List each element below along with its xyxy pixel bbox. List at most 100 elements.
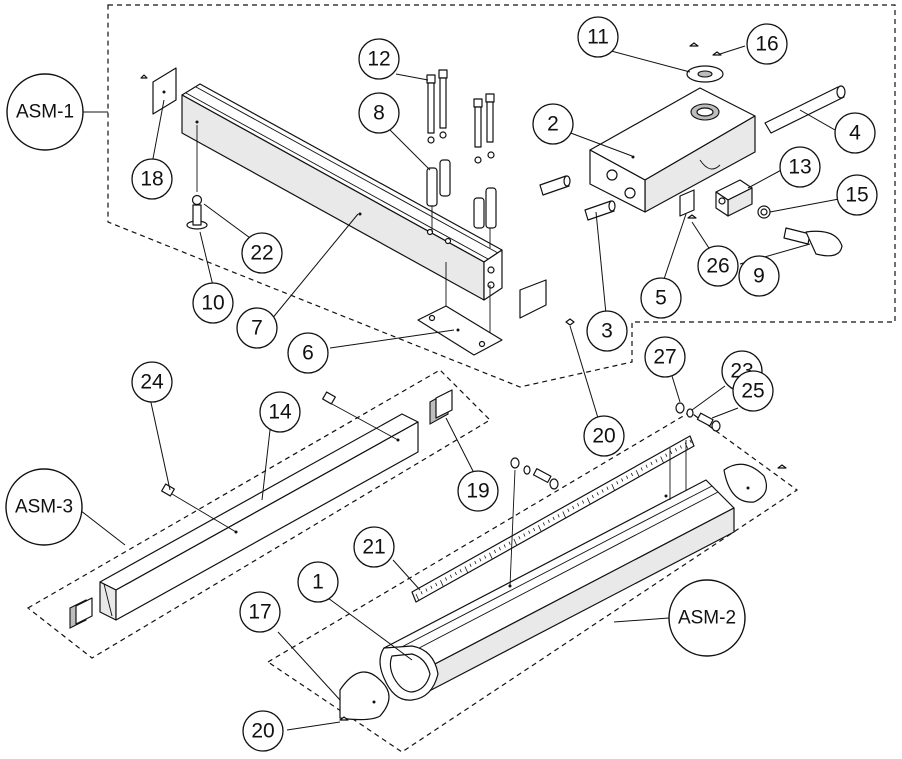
- callout-7-text: 7: [251, 317, 263, 340]
- leader-lines: [75, 45, 840, 731]
- scale-tick: [665, 453, 668, 457]
- scale-tick: [670, 450, 673, 455]
- part-13-lock-block: [715, 179, 753, 217]
- scale-tick: [430, 585, 433, 589]
- scale-tick: [484, 555, 487, 559]
- part-6-base-plate: [417, 262, 503, 356]
- callout-25: 25: [732, 370, 774, 412]
- asm1-boundary: [107, 4, 896, 388]
- callout-7: 7: [236, 307, 278, 349]
- callout-3: 3: [586, 310, 628, 352]
- callout-27-text: 27: [653, 346, 676, 369]
- scale-tick: [469, 563, 472, 567]
- asm2-boundary: [266, 411, 799, 753]
- scale-tick: [635, 470, 640, 477]
- scale-tick: [542, 522, 545, 526]
- part-15-nut: [757, 205, 771, 219]
- callout-20-bottom-text: 20: [251, 720, 274, 743]
- callout-22: 22: [241, 232, 283, 274]
- callout-22-text: 22: [250, 242, 273, 265]
- part-5-bracket: [679, 189, 697, 219]
- callout-20-top: 20: [583, 415, 625, 457]
- scale-tick: [415, 593, 420, 601]
- asm2-label: ASM-2: [668, 579, 746, 657]
- callout-19: 19: [457, 470, 499, 512]
- scale-tick: [523, 533, 526, 537]
- scale-tick: [611, 483, 615, 491]
- callout-13-text: 13: [788, 156, 811, 179]
- part-25-screw-set: [509, 402, 721, 587]
- scale-tick: [655, 459, 658, 463]
- callout-18: 18: [131, 158, 173, 200]
- scale-tick: [464, 566, 468, 573]
- asm3-boundary: [26, 369, 491, 659]
- scale-tick: [493, 549, 497, 554]
- scale-tick: [567, 508, 570, 512]
- callout-26: 26: [697, 245, 739, 287]
- scale-tick: [689, 439, 692, 444]
- scale-tick: [591, 494, 594, 499]
- callout-11-text: 11: [587, 26, 609, 49]
- callout-15-text: 15: [845, 184, 868, 207]
- part-11-ring: [686, 42, 724, 83]
- callout-8: 8: [358, 92, 400, 134]
- scale-tick: [586, 497, 591, 504]
- callout-10: 10: [192, 282, 234, 324]
- part-end-cap-small: [69, 597, 93, 629]
- callout-21-text: 21: [362, 536, 385, 559]
- scale-tick: [552, 516, 555, 521]
- scale-tick: [513, 538, 517, 546]
- callout-2: 2: [532, 103, 574, 145]
- part-19-end-cap: [429, 389, 453, 425]
- scale-tick: [435, 582, 438, 587]
- part-17-end-plates: [339, 463, 787, 721]
- part-21-scale: [411, 435, 695, 603]
- callout-5-text: 5: [655, 287, 667, 310]
- callout-2-text: 2: [547, 113, 559, 136]
- scale-tick: [674, 448, 678, 452]
- callout-20-bottom: 20: [242, 710, 284, 752]
- scale-tick: [577, 503, 580, 507]
- callout-13: 13: [779, 146, 821, 188]
- callout-14-text: 14: [268, 401, 292, 424]
- callout-9-text: 9: [753, 265, 765, 288]
- asm2-text: ASM-2: [678, 608, 736, 629]
- callout-1-text: 1: [312, 571, 324, 594]
- scale-tick: [562, 511, 566, 518]
- scale-tick: [547, 519, 550, 523]
- callout-17-text: 17: [248, 601, 271, 624]
- scale-tick: [645, 464, 648, 468]
- part-7-square-tube: [181, 83, 503, 301]
- scale-tick: [679, 445, 682, 449]
- callout-17: 17: [239, 591, 281, 633]
- callout-5: 5: [640, 277, 682, 319]
- scale-tick: [440, 580, 444, 587]
- scale-tick: [630, 472, 634, 477]
- scale-tick: [508, 541, 511, 545]
- part-8-spacers: [426, 131, 497, 248]
- scale-tick: [596, 492, 599, 496]
- scale-tick: [449, 574, 452, 578]
- scale-tick: [498, 547, 501, 551]
- part-2-carriage: [589, 87, 756, 213]
- scale-tick: [420, 591, 423, 595]
- callout-24: 24: [131, 361, 173, 403]
- scale-tick: [660, 456, 664, 463]
- callout-3-text: 3: [601, 320, 613, 343]
- callout-24-text: 24: [140, 371, 164, 394]
- scale-tick: [557, 514, 560, 518]
- part-1-extrusion-rail: [379, 440, 735, 701]
- callout-16: 16: [746, 23, 788, 65]
- callout-27: 27: [644, 336, 686, 378]
- callout-12-text: 12: [367, 48, 390, 71]
- part-9-handle: [783, 227, 843, 257]
- part-12-bolts: [426, 69, 495, 148]
- asm1-label: ASM-1: [6, 73, 84, 151]
- scale-tick: [572, 505, 575, 510]
- scale-tick: [474, 560, 477, 565]
- part-10-bolt-with-washer: [186, 125, 208, 230]
- part-24-bolts: [161, 391, 399, 533]
- asm3-text: ASM-3: [15, 497, 73, 518]
- callout-1: 1: [297, 561, 339, 603]
